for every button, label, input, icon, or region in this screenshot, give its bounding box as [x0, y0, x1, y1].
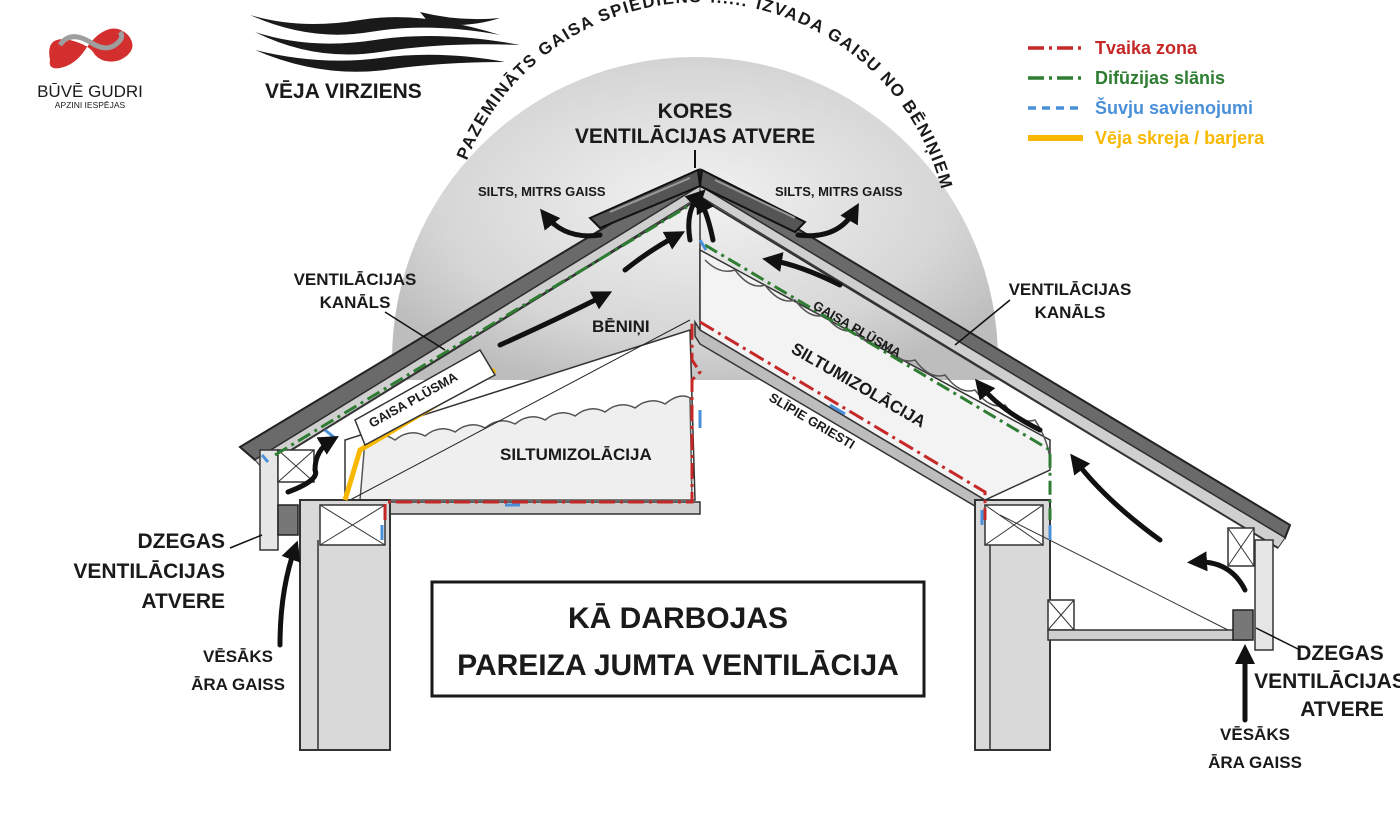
attic-label: BĒNIŅI — [592, 317, 650, 336]
cool-air-left-line1: VĒSĀKS — [203, 647, 273, 666]
eave-vent-left-line2: VENTILĀCIJAS — [73, 560, 225, 583]
cool-air-right-line2: ĀRA GAISS — [1208, 753, 1302, 772]
vent-channel-left-line1: VENTILĀCIJAS — [294, 270, 417, 289]
eave-vent-left-line1: DZEGAS — [137, 530, 225, 553]
eave-vent-right-pointer — [1255, 627, 1301, 651]
ridge-vent-line1: KORES — [658, 100, 733, 123]
right-wall — [974, 499, 1274, 751]
wind-direction-icon — [250, 12, 520, 72]
eave-vent-left-line3: ATVERE — [141, 590, 225, 613]
title-box: KĀ DARBOJAS PAREIZA JUMTA VENTILĀCIJA — [430, 580, 926, 698]
title-line1: KĀ DARBOJAS — [568, 602, 788, 635]
eave-vent-right-line3: ATVERE — [1300, 698, 1384, 721]
wind-direction-label: VĒJA VIRZIENS — [265, 80, 422, 103]
brand-logo: BŪVĒ GUDRI APZINI IESPĒJAS — [37, 28, 143, 110]
vent-channel-right-line1: VENTILĀCIJAS — [1009, 280, 1132, 299]
legend-item: Vēja skreja / barjera — [1028, 128, 1265, 148]
right-soffit-vent — [1232, 609, 1254, 641]
seam-joints — [260, 239, 1052, 540]
vent-channel-right-line2: KANĀLS — [1035, 303, 1106, 322]
legend-item: Šuvju savienojumi — [1028, 97, 1253, 118]
brand-logo-swoosh — [57, 30, 125, 51]
airflow-arrows — [277, 189, 1255, 723]
vent-channel-left-line2: KANĀLS — [320, 293, 391, 312]
vapour-zone-right — [699, 320, 987, 520]
low-pressure-dome — [392, 57, 998, 380]
insulation-label-left: SILTUMIZOLĀCIJA — [500, 445, 652, 464]
right-soffit-board — [1047, 629, 1249, 641]
eave-vent-right-line2: VENTILĀCIJAS — [1254, 670, 1400, 693]
title-line2: PAREIZA JUMTA VENTILĀCIJA — [457, 649, 899, 682]
vent-channel-left-pointer — [384, 311, 446, 351]
right-fascia — [1254, 539, 1274, 651]
left-wall — [259, 449, 391, 751]
left-fascia — [259, 449, 279, 551]
right-insulation-batt — [704, 259, 1051, 461]
airflow-box-left — [354, 348, 497, 447]
arc-dots: ...... — [710, 0, 750, 11]
warm-air-right: SILTS, MITRS GAISS — [775, 184, 903, 199]
ridge-vent-line2: VENTILĀCIJAS ATVERE — [575, 125, 815, 148]
left-soffit-vent — [277, 504, 299, 536]
eave-vent-left-pointer — [229, 534, 263, 549]
legend-label: Tvaika zona — [1095, 38, 1198, 58]
left-attic — [344, 319, 696, 501]
legend-label: Vēja skreja / barjera — [1095, 128, 1265, 148]
legend-label: Difūzijas slānis — [1095, 68, 1225, 88]
vent-channel-right-pointer — [954, 299, 1011, 346]
brand-name: BŪVĒ GUDRI — [37, 82, 143, 101]
legend-label: Šuvju savienojumi — [1095, 97, 1253, 118]
left-rafter-line — [349, 319, 691, 501]
left-insulation-batt — [359, 395, 693, 501]
warm-air-left: SILTS, MITRS GAISS — [478, 184, 606, 199]
eave-vent-right-line1: DZEGAS — [1296, 642, 1384, 665]
brand-tagline: APZINI IESPĒJAS — [55, 100, 126, 110]
legend-item: Difūzijas slānis — [1028, 68, 1225, 88]
brand-logo-mark — [49, 28, 133, 69]
cool-air-left-line2: ĀRA GAISS — [191, 675, 285, 694]
ridge-vent-cap — [588, 168, 807, 234]
cool-air-right-line1: VĒSĀKS — [1220, 725, 1290, 744]
legend-item: Tvaika zona — [1028, 38, 1198, 58]
vapour-zone-left — [383, 320, 702, 520]
